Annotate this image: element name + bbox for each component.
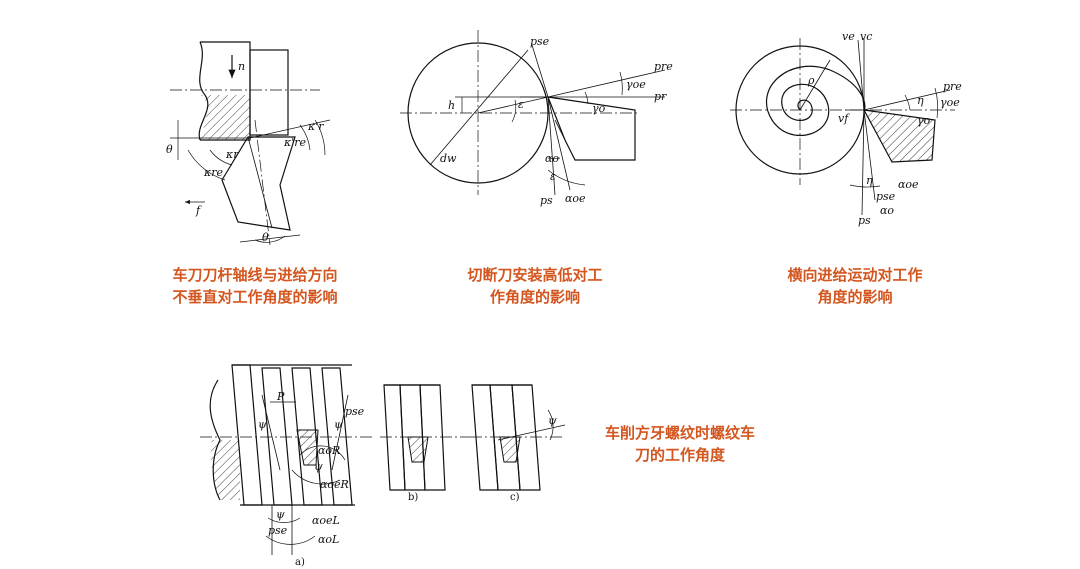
symbol-gamma-o: γo: [592, 102, 606, 115]
symbol-h: h: [448, 99, 455, 112]
symbol-ve: ve: [842, 30, 855, 43]
symbol-kre-prime: κ're: [283, 136, 306, 149]
symbol-n: n: [238, 60, 245, 73]
symbol-pse: pse: [530, 35, 550, 48]
sub-label-a: a): [295, 557, 305, 568]
symbol-pre: pre: [943, 80, 962, 93]
panel-2-symbols: pse pre pr γoe γo h ε dw αo ε αoe ps: [440, 35, 673, 207]
caption-transverse-feed: 横向进给运动对工作 角度的影响: [760, 264, 950, 308]
diagram-square-thread-a: [200, 364, 375, 555]
caption-tool-shank-axis: 车刀刀杆轴线与进给方向 不垂直对工作角度的影响: [130, 264, 380, 308]
symbol-eta-2: η: [866, 174, 873, 187]
symbol-rho: ρ: [807, 74, 815, 87]
symbol-alpha-oeL: αoeL: [312, 514, 340, 527]
diagram-square-thread-b: [380, 384, 470, 491]
panel-1-symbols: n θ κr κre κ'r κ're f θ: [166, 60, 324, 244]
symbol-ps: ps: [858, 214, 871, 227]
panel-3-symbols: ve vc ρ vf pre η γoe γo η pse αoe αo ps: [807, 30, 962, 227]
symbol-gamma-oe: γoe: [626, 78, 646, 91]
caption-cutoff-tool-height: 切断刀安装高低对工 作角度的影响: [430, 264, 640, 308]
caption-line: 刀的工作角度: [634, 446, 725, 464]
symbol-theta-1: θ: [166, 143, 173, 156]
symbol-kr-prime: κ'r: [307, 120, 324, 133]
symbol-gamma-o: γo: [917, 114, 931, 127]
symbol-alpha-o: αo: [880, 204, 894, 217]
sub-label-c: c): [510, 492, 520, 503]
symbol-alpha-oeR: αoeR: [320, 478, 349, 491]
symbol-psi-c: ψ: [548, 414, 557, 427]
symbol-vc: vc: [860, 30, 872, 43]
symbol-epsilon-1: ε: [518, 98, 524, 111]
symbol-epsilon-2: ε: [550, 170, 556, 183]
caption-line: 切断刀安装高低对工: [467, 266, 603, 284]
caption-line: 车削方牙螺纹时螺纹车: [604, 424, 755, 442]
symbol-gamma-oe: γoe: [940, 96, 960, 109]
symbol-pse-right: pse: [345, 405, 365, 418]
caption-line: 车刀刀杆轴线与进给方向: [172, 266, 338, 284]
caption-line: 角度的影响: [817, 288, 893, 306]
symbol-dw: dw: [440, 152, 457, 165]
symbol-alpha-o: αo: [545, 152, 559, 165]
symbol-pr: pr: [654, 90, 667, 103]
symbol-alpha-oR: αoR: [318, 444, 340, 457]
symbol-alpha-oL: αoL: [318, 533, 339, 546]
sub-label-b: b): [408, 492, 418, 503]
symbol-kr: κr: [225, 148, 239, 161]
symbol-psi-3: ψ: [314, 460, 323, 473]
caption-line: 不垂直对工作角度的影响: [172, 288, 338, 306]
symbol-psi-4: ψ: [276, 508, 285, 521]
symbol-ps: ps: [540, 194, 553, 207]
symbol-eta-1: η: [917, 94, 924, 107]
symbol-kre: κre: [203, 166, 223, 179]
diagram-tool-shank: [170, 41, 331, 246]
caption-square-thread: 车削方牙螺纹时螺纹车 刀的工作角度: [580, 422, 780, 466]
caption-line: 作角度的影响: [489, 288, 580, 306]
symbol-psi-1: ψ: [258, 418, 267, 431]
diagram-cutoff-tool: [400, 30, 666, 196]
symbol-pse: pse: [876, 190, 896, 203]
symbol-f: f: [195, 204, 202, 217]
diagram-transverse-feed: [730, 38, 955, 216]
symbol-alpha-oe: αoe: [565, 192, 586, 205]
caption-line: 横向进给运动对工作: [787, 266, 923, 284]
symbol-P: P: [276, 390, 285, 403]
symbol-psi-2: ψ: [334, 418, 343, 431]
panel-4-symbols: P ψ ψ pse αoR ψ αoeR ψ αoeL pse αoL ψ a)…: [258, 390, 557, 568]
symbol-theta-2: θ: [262, 231, 269, 244]
symbol-pse-bottom: pse: [268, 524, 288, 537]
diagram-square-thread-c: [470, 384, 566, 491]
symbol-vf: vf: [838, 112, 850, 125]
symbol-pre: pre: [654, 60, 673, 73]
symbol-alpha-oe: αoe: [898, 178, 919, 191]
